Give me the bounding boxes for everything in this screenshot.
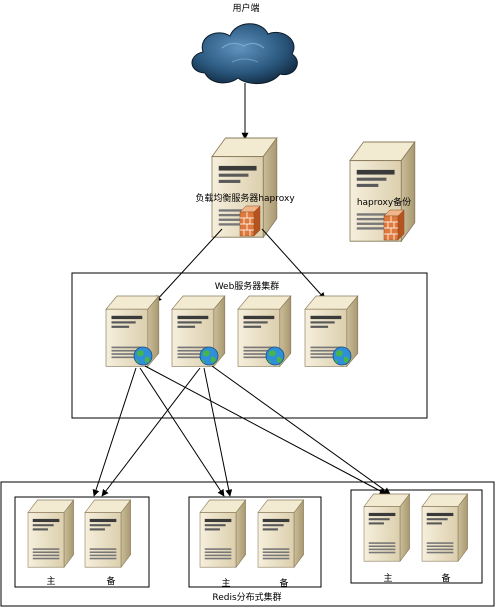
server-icon (199, 499, 247, 568)
web-cluster-label: Web服务器集群 (215, 280, 280, 292)
redis-slave-1 (84, 499, 132, 568)
server-icon (363, 493, 411, 562)
redis-master-2 (199, 499, 247, 568)
server-icon (349, 141, 416, 242)
redis-cluster-label: Redis分布式集群 (212, 591, 281, 603)
slave-label: 备 (441, 572, 450, 584)
edge-web2-to-redis3 (211, 365, 391, 495)
cloud-icon (191, 23, 298, 84)
slave-label: 备 (106, 575, 115, 587)
edge-lb-to-web1 (154, 228, 223, 303)
server-icon (421, 493, 469, 562)
load-balancer-label: 负载均衡服务器haproxy (195, 192, 295, 204)
globe-icon (332, 346, 352, 366)
server-icon (257, 499, 305, 568)
master-label: 主 (221, 577, 230, 589)
server-icon (84, 499, 132, 568)
edge-web1-to-redis2 (139, 367, 225, 497)
globe-icon (133, 346, 153, 366)
firewall-icon (239, 205, 261, 237)
backup-label: haproxy备份 (357, 196, 411, 208)
web-cluster-box (71, 272, 428, 419)
edge-lb-to-web4 (261, 228, 326, 300)
backup-server (349, 141, 416, 242)
globe-icon (265, 346, 285, 366)
redis-master-1 (27, 499, 75, 568)
redis-group-1 (14, 496, 150, 588)
edge-web2-to-redis1 (101, 367, 201, 497)
master-label: 主 (46, 575, 55, 587)
firewall-icon (383, 209, 405, 241)
client-label: 用户端 (232, 2, 259, 14)
redis-slave-3 (421, 493, 469, 562)
edge-web2-to-redis2 (203, 367, 233, 497)
server-icon (27, 499, 75, 568)
globe-icon (199, 346, 219, 366)
redis-group-3 (350, 489, 483, 584)
redis-master-3 (363, 493, 411, 562)
edge-web1-to-redis1 (92, 367, 137, 497)
redis-group-2 (188, 496, 322, 588)
redis-cluster-box (0, 481, 495, 607)
master-label: 主 (383, 572, 392, 584)
redis-slave-2 (257, 499, 305, 568)
slave-label: 备 (279, 577, 288, 589)
